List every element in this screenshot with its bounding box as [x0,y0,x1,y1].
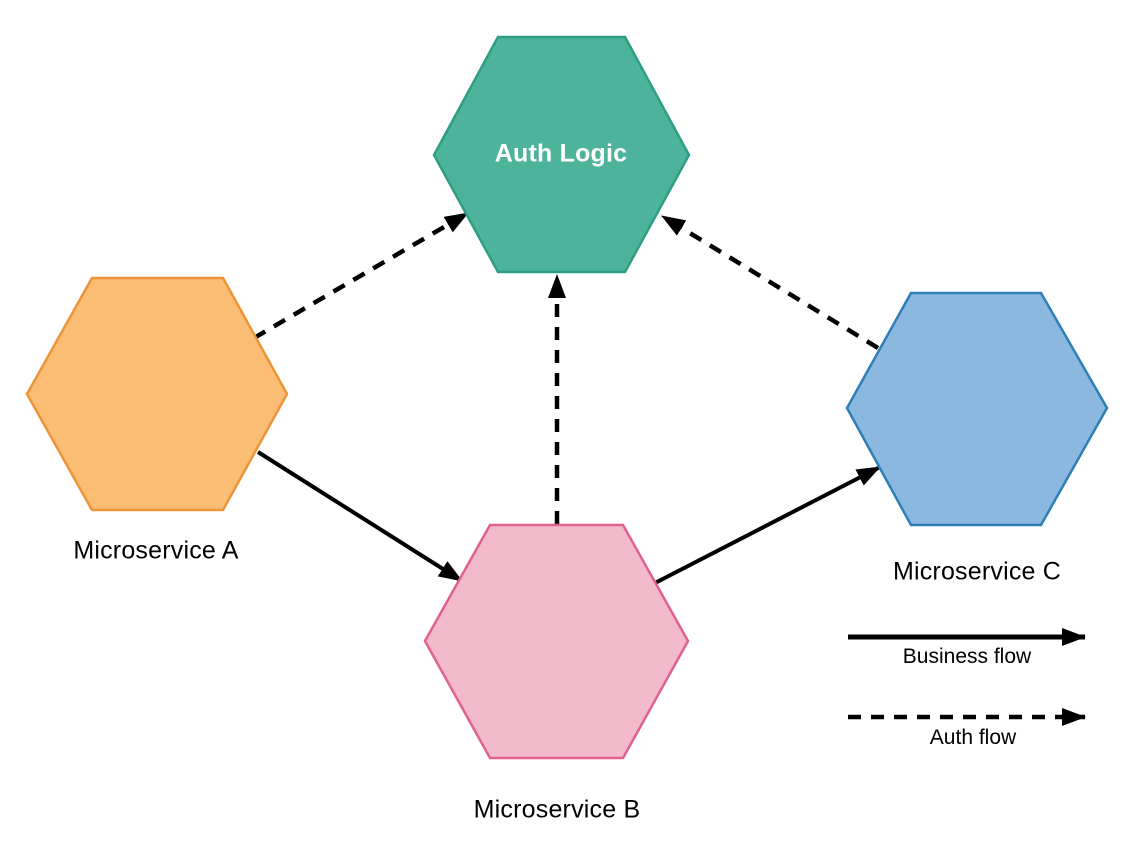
legend-auth-flow-label: Auth flow [929,726,1017,749]
legend-business-flow-label: Business flow [902,645,1032,668]
auth-flow-arrow-a-to-auth [252,211,470,340]
microservice-c-label: Microservice C [892,557,1062,586]
microservice-a-hexagon [25,276,289,512]
auth-logic-label: Auth Logic [494,139,628,168]
microservice-a-label: Microservice A [73,536,239,565]
microservice-b-label: Microservice B [473,795,641,824]
business-flow-arrow-a-to-b [256,450,464,583]
microservice-c-hexagon [845,291,1109,527]
auth-flow-arrow-c-to-auth [660,214,880,350]
business-flow-arrow-b-to-c [654,465,881,585]
auth-logic-hexagon [432,35,691,274]
microservice-b-hexagon [423,523,690,760]
